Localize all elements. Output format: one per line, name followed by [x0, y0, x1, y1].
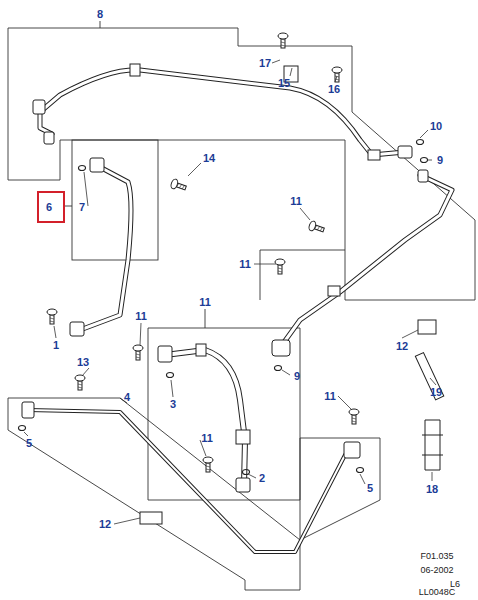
callout-number: 11 [201, 433, 213, 444]
callout-number: 17 [259, 58, 271, 69]
callout-number: 18 [426, 484, 438, 495]
drawing-reference: LL0048C [419, 588, 456, 597]
callout-number: 16 [328, 84, 340, 95]
callout-number: 12 [99, 519, 111, 530]
drawing-reference: 06-2002 [420, 566, 453, 575]
callout-number: 5 [367, 483, 373, 494]
highlight-box: 6 [37, 191, 65, 223]
callout-number: 11 [324, 391, 336, 402]
drawing-reference: F01.035 [420, 552, 453, 561]
callout-number: 1 [53, 340, 59, 351]
callout-number: 11 [199, 297, 211, 308]
callout-number: 9 [294, 371, 300, 382]
callout-number: 11 [239, 259, 251, 270]
callout-number: 11 [290, 196, 302, 207]
callout-number: 14 [203, 153, 215, 164]
callout-number: 2 [259, 473, 265, 484]
callout-number: 7 [79, 202, 85, 213]
callout-number: 5 [26, 438, 32, 449]
callout-number: 3 [170, 399, 176, 410]
callout-number: 11 [135, 311, 147, 322]
callout-number: 6 [46, 202, 52, 213]
callout-number: 19 [430, 387, 442, 398]
callout-number: 9 [437, 155, 443, 166]
callout-number: 15 [278, 78, 290, 89]
callout-number: 4 [124, 392, 130, 403]
callout-number: 8 [97, 9, 103, 20]
callout-number: 13 [77, 357, 89, 368]
callout-number: 10 [430, 121, 442, 132]
callout-number: 12 [396, 341, 408, 352]
